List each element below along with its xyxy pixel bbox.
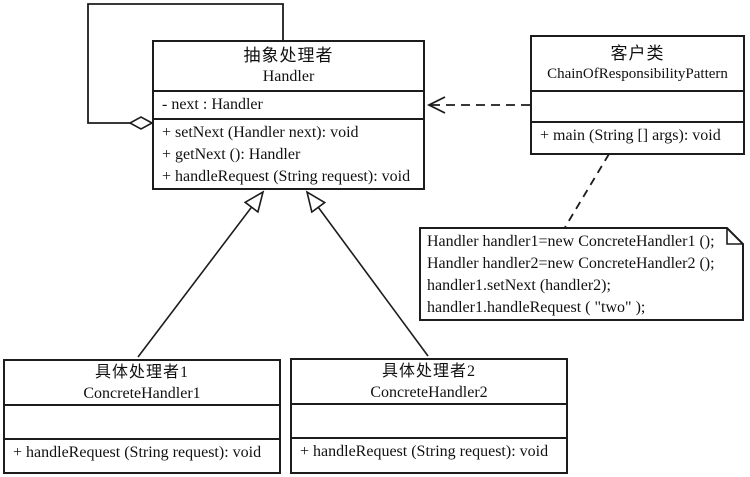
method-item: + getNext (): Handler: [162, 146, 301, 164]
class-name-cn: 客户类: [610, 43, 665, 63]
aggregation-diamond-icon: [128, 116, 154, 130]
note-fold-icon: [726, 228, 743, 245]
class-name-cn: 抽象处理者: [243, 45, 334, 65]
method-item: + main (String [] args): void: [540, 127, 721, 144]
attributes-section: [532, 90, 743, 121]
note-shape: [419, 227, 744, 321]
self-association-connector: [87, 3, 284, 124]
method-item: + handleRequest (String request): void: [300, 443, 549, 460]
class-name-cn: 具体处理者1: [94, 363, 189, 381]
class-name-en: ConcreteHandler2: [370, 383, 488, 401]
class-title: 具体处理者2 ConcreteHandler2: [292, 360, 566, 403]
class-name-en: ConcreteHandler1: [83, 384, 201, 402]
class-name-en: Handler: [262, 67, 315, 85]
class-title: 客户类 ChainOfResponsibilityPattern: [532, 37, 743, 90]
methods-section: + setNext (Handler next): void + getNext…: [154, 118, 423, 188]
attributes-section: - next : Handler: [154, 89, 423, 119]
class-client: 客户类 ChainOfResponsibilityPattern + main …: [530, 35, 745, 155]
class-title: 具体处理者1 ConcreteHandler1: [5, 361, 279, 404]
attributes-section: [292, 403, 566, 437]
class-abstract-handler: 抽象处理者 Handler - next : Handler + setNext…: [152, 40, 425, 190]
attribute-item: - next : Handler: [162, 95, 263, 113]
class-title: 抽象处理者 Handler: [154, 42, 423, 90]
code-line: handler1.setNext (handler2);: [427, 277, 611, 294]
generalization-arrow-right: [307, 192, 429, 357]
methods-section: + main (String [] args): void: [532, 121, 743, 153]
method-item: + handleRequest (String request): void: [13, 444, 262, 461]
class-concrete-handler2: 具体处理者2 ConcreteHandler2 + handleRequest …: [290, 358, 568, 474]
code-note: Handler handler1=new ConcreteHandler1 ()…: [427, 231, 737, 319]
attributes-section: [5, 404, 279, 438]
note-anchor-line: [563, 153, 610, 230]
code-line: handler1.handleRequest ( "two" );: [427, 299, 646, 316]
generalization-arrow-left: [137, 192, 263, 358]
class-concrete-handler1: 具体处理者1 ConcreteHandler1 + handleRequest …: [3, 359, 281, 474]
methods-section: + handleRequest (String request): void: [292, 437, 566, 472]
methods-section: + handleRequest (String request): void: [5, 438, 279, 472]
method-item: + handleRequest (String request): void: [162, 168, 411, 186]
class-name-en: ChainOfResponsibilityPattern: [547, 65, 728, 82]
code-line: Handler handler2=new ConcreteHandler2 ()…: [427, 255, 715, 272]
method-item: + setNext (Handler next): void: [162, 124, 359, 142]
code-line: Handler handler1=new ConcreteHandler1 ()…: [427, 233, 715, 250]
class-name-cn: 具体处理者2: [381, 362, 476, 380]
